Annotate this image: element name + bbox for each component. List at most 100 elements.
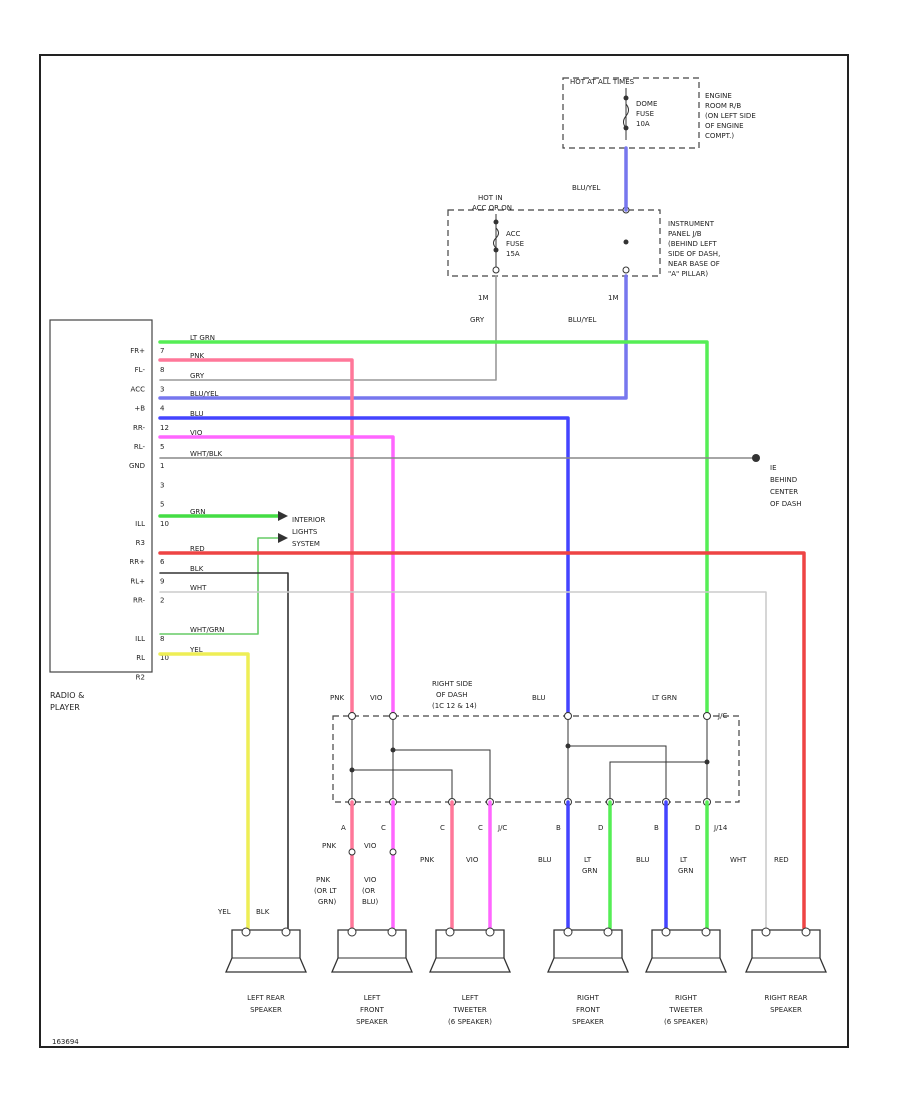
radio-pin-number: 5 bbox=[160, 501, 164, 509]
radio-pin-name: R2 bbox=[136, 673, 145, 681]
speaker: LEFT TWEETER (6 SPEAKER) bbox=[429, 927, 511, 1026]
wire-gry-label: GRY bbox=[470, 316, 485, 324]
svg-text:VIO: VIO bbox=[190, 429, 203, 437]
svg-text:COMPT.): COMPT.) bbox=[705, 132, 734, 140]
radio-pin-name: RR- bbox=[133, 424, 145, 432]
svg-text:J/14: J/14 bbox=[713, 824, 728, 832]
speaker-label: FRONT bbox=[360, 1006, 385, 1014]
svg-text:ROOM R/B: ROOM R/B bbox=[705, 102, 741, 110]
speaker-terminal bbox=[445, 927, 455, 937]
svg-text:WHT: WHT bbox=[730, 856, 747, 864]
speaker-body bbox=[429, 929, 511, 973]
speaker-label: LEFT bbox=[364, 994, 381, 1002]
radio-pin-number: 2 bbox=[160, 597, 164, 605]
svg-text:LT: LT bbox=[584, 856, 592, 864]
radio-pin-number: 3 bbox=[160, 481, 164, 489]
speaker-terminal bbox=[661, 927, 671, 937]
svg-text:LT GRN: LT GRN bbox=[190, 334, 215, 342]
speaker-label: (6 SPEAKER) bbox=[448, 1018, 492, 1026]
speaker-body bbox=[225, 929, 307, 973]
engine-room-rb-box bbox=[562, 77, 700, 149]
speaker: LEFT FRONT SPEAKER bbox=[331, 927, 413, 1026]
radio-pin-name: RL bbox=[136, 654, 145, 662]
interior-lights-label: INTERIOR LIGHTS SYSTEM bbox=[292, 516, 325, 548]
svg-text:PNK: PNK bbox=[316, 876, 330, 884]
speaker-label: RIGHT bbox=[675, 994, 698, 1002]
speaker-terminal bbox=[281, 927, 291, 937]
svg-text:WHT: WHT bbox=[190, 584, 207, 592]
fuse-mid-header-1: HOT IN bbox=[478, 194, 503, 202]
acc-fuse-label-1: ACC bbox=[506, 230, 521, 238]
wire-gry bbox=[159, 275, 497, 381]
conn-1m-right: 1M bbox=[608, 294, 619, 302]
speaker-terminal bbox=[387, 927, 397, 937]
speaker-label: SPEAKER bbox=[250, 1006, 282, 1014]
radio-pin-name: RR+ bbox=[129, 558, 145, 566]
svg-text:GRN: GRN bbox=[582, 867, 598, 875]
svg-text:BLU): BLU) bbox=[362, 898, 378, 906]
speaker-label: (6 SPEAKER) bbox=[664, 1018, 708, 1026]
wire-blu bbox=[158, 416, 570, 718]
svg-text:PNK: PNK bbox=[420, 856, 434, 864]
speaker-body bbox=[745, 929, 827, 973]
wire-yel bbox=[158, 652, 250, 930]
wire-blk bbox=[159, 572, 289, 929]
radio-pin-name: FR+ bbox=[130, 347, 145, 355]
svg-text:GRN): GRN) bbox=[318, 898, 337, 906]
junction-label: RIGHT SIDE OF DASH (1C 12 & 14) bbox=[432, 680, 477, 710]
svg-text:ENGINE: ENGINE bbox=[705, 92, 732, 100]
svg-text:(1C 12 & 14): (1C 12 & 14) bbox=[432, 702, 477, 710]
radio-name-2: PLAYER bbox=[50, 703, 80, 712]
radio-name-1: RADIO & bbox=[50, 691, 84, 700]
speaker-label: SPEAKER bbox=[770, 1006, 802, 1014]
svg-text:C: C bbox=[440, 824, 445, 832]
svg-text:RIGHT SIDE: RIGHT SIDE bbox=[432, 680, 472, 688]
svg-text:NEAR BASE OF: NEAR BASE OF bbox=[668, 260, 720, 268]
svg-text:BLK: BLK bbox=[190, 565, 204, 573]
svg-text:YEL: YEL bbox=[189, 646, 203, 654]
fuse-mid-header-2: ACC OR ON bbox=[472, 204, 512, 212]
svg-text:D: D bbox=[598, 824, 603, 832]
radio-pin-name: FL- bbox=[135, 366, 146, 374]
speaker-label: SPEAKER bbox=[356, 1018, 388, 1026]
lower-wire-labels: PNK VIO PNK (OR LT GRN) VIO (OR BLU) PNK… bbox=[217, 842, 789, 916]
speaker-terminal bbox=[563, 927, 573, 937]
svg-text:B: B bbox=[654, 824, 659, 832]
svg-text:(OR LT: (OR LT bbox=[314, 887, 337, 895]
svg-text:D: D bbox=[695, 824, 700, 832]
svg-text:BLU: BLU bbox=[636, 856, 649, 864]
radio-pin-number: 3 bbox=[160, 385, 164, 393]
speaker-label: LEFT bbox=[462, 994, 479, 1002]
svg-text:GRY: GRY bbox=[190, 372, 205, 380]
svg-text:BLU/YEL: BLU/YEL bbox=[190, 390, 219, 398]
radio-pin-name: ILL bbox=[135, 520, 145, 528]
speaker-row: LEFT REAR SPEAKER LEFT FRONT SPEAKER LEFT TWEE… bbox=[225, 927, 827, 1026]
speaker-body bbox=[547, 929, 629, 973]
junction-top-pnk: PNK bbox=[330, 694, 344, 702]
svg-text:VIO: VIO bbox=[364, 842, 377, 850]
junction-top-blu: BLU bbox=[532, 694, 545, 702]
junction-top-ltgrn: LT GRN bbox=[652, 694, 677, 702]
svg-text:BEHIND: BEHIND bbox=[770, 476, 797, 484]
speaker-terminal bbox=[603, 927, 613, 937]
svg-text:C: C bbox=[478, 824, 483, 832]
speaker-label: RIGHT bbox=[577, 994, 600, 1002]
svg-text:LIGHTS: LIGHTS bbox=[292, 528, 318, 536]
dome-fuse-label-3: 10A bbox=[636, 120, 650, 128]
acc-fuse-label-2: FUSE bbox=[506, 240, 524, 248]
instrument-panel-location: INSTRUMENT PANEL J/B (BEHIND LEFT SIDE O… bbox=[668, 220, 720, 278]
svg-text:PANEL J/B: PANEL J/B bbox=[668, 230, 702, 238]
radio-pin-number: 5 bbox=[160, 443, 164, 451]
svg-text:"A" PILLAR): "A" PILLAR) bbox=[668, 270, 708, 278]
speaker-label: LEFT REAR bbox=[247, 994, 285, 1002]
svg-text:(OR: (OR bbox=[362, 887, 375, 895]
junction-conn-id: J/C bbox=[717, 712, 727, 720]
svg-text:(BEHIND LEFT: (BEHIND LEFT bbox=[668, 240, 717, 248]
svg-text:OF DASH: OF DASH bbox=[436, 691, 468, 699]
speaker-label: TWEETER bbox=[452, 1006, 487, 1014]
wire-wht bbox=[159, 591, 767, 929]
